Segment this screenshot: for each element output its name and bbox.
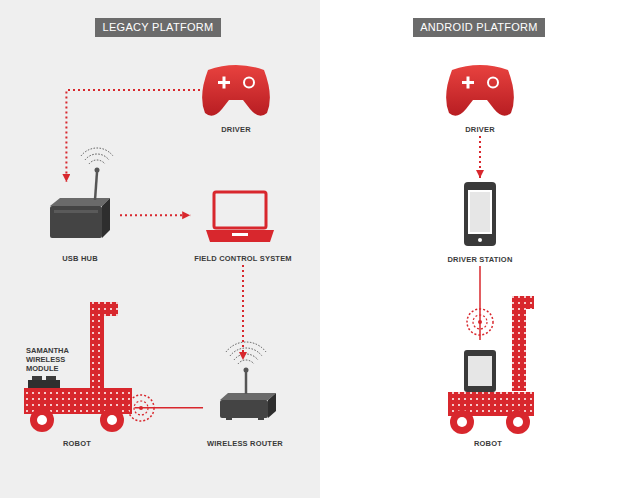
phone-icon xyxy=(464,182,496,246)
driver-node: DRIVER xyxy=(444,58,516,136)
driver-station-node: DRIVER STATION xyxy=(443,178,516,266)
router-node: WIRELESS ROUTER xyxy=(203,360,287,450)
driver-node: DRIVER xyxy=(200,58,272,136)
connector xyxy=(120,214,190,216)
legacy-panel xyxy=(0,0,320,498)
connector xyxy=(479,266,481,340)
gamepad-icon xyxy=(446,65,514,116)
platform-header: LEGACY PLATFORM xyxy=(95,18,220,37)
node-label: DRIVER STATION xyxy=(443,255,516,264)
node-label: FIELD CONTROL SYSTEM xyxy=(190,254,296,263)
usb-hub-node: USB HUB xyxy=(40,182,120,265)
usb-hub-icon xyxy=(50,148,113,238)
header-text: ANDROID PLATFORM xyxy=(413,21,545,33)
field-control-node: FIELD CONTROL SYSTEM xyxy=(190,185,296,265)
connector xyxy=(66,90,200,182)
node-label: USB HUB xyxy=(40,254,120,263)
robot-illustration xyxy=(448,296,534,434)
laptop-icon xyxy=(206,192,274,242)
robot-illustration xyxy=(24,302,132,432)
node-label: ROBOT xyxy=(20,439,135,448)
header-text: LEGACY PLATFORM xyxy=(95,21,220,33)
connector xyxy=(242,265,244,360)
connector xyxy=(135,407,204,409)
gamepad-icon xyxy=(202,65,270,116)
node-label: DRIVER xyxy=(200,125,272,134)
node-label: DRIVER xyxy=(444,125,516,134)
robot-node: ROBOT xyxy=(20,300,135,450)
platform-header: ANDROID PLATFORM xyxy=(413,18,545,37)
connector xyxy=(479,136,481,178)
part-label: SAMANTHA WIRELESS MODULE xyxy=(26,346,82,373)
router-icon xyxy=(220,342,276,420)
node-label: WIRELESS ROUTER xyxy=(203,439,287,448)
node-label: ROBOT xyxy=(438,439,538,448)
robot-node: ROBOT xyxy=(438,340,538,450)
